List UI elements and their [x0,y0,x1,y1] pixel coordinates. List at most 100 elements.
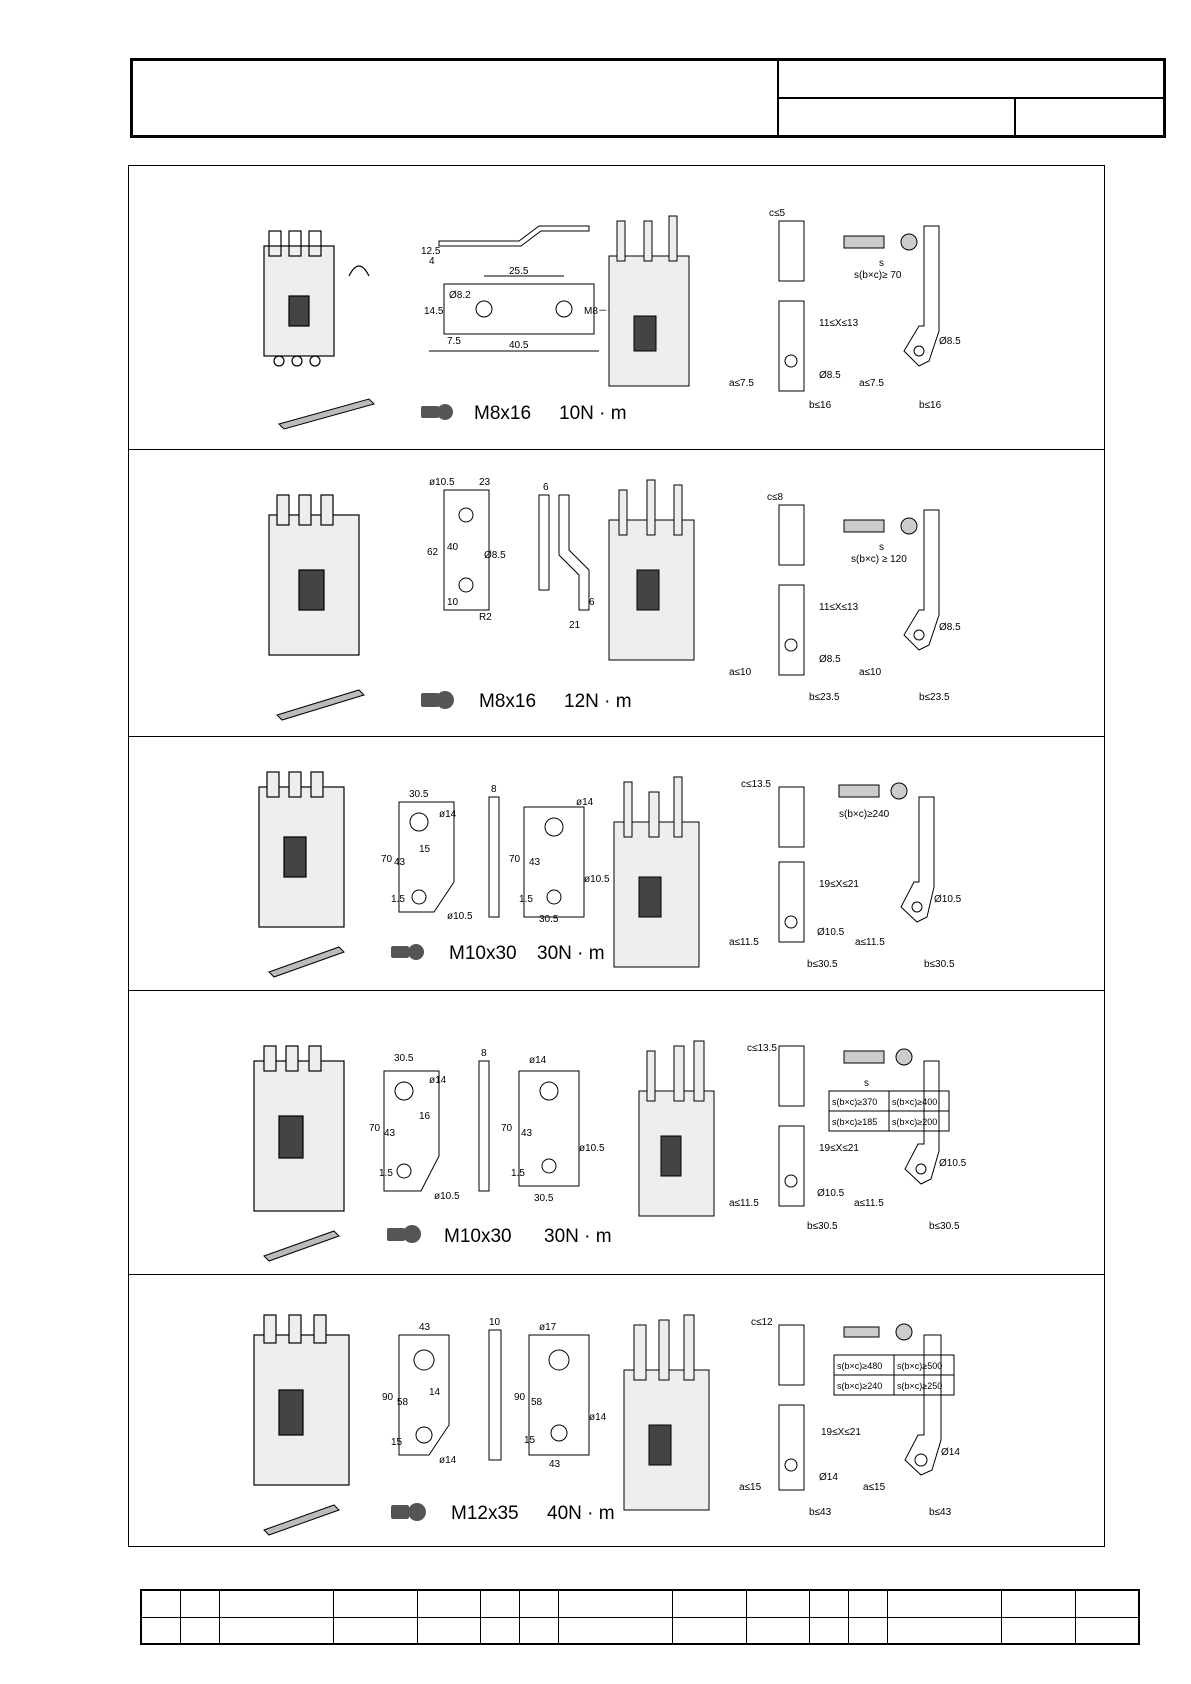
installed-breaker-icon [608,215,690,387]
dim-7: ø10.5 [434,1191,460,1202]
footer-row [140,1616,1140,1645]
lug-b: b≤23.5 [919,692,950,703]
footer-cell [333,1616,418,1645]
drawing-row-1: 12.5 4 25.5 14.5 Ø8.2 7.5 40.5 M8－6H M8x… [129,166,1104,450]
footer-cell [558,1589,674,1618]
bar-section-2b: s(b×c)≥250 [897,1381,942,1391]
screw-icon [421,404,453,420]
title-block [130,58,1166,138]
dim-5: 43 [384,1128,396,1139]
drawing-row-2: ø10.5 23 62 40 10 Ø8.5 R2 6 6 21 M8x16 1… [129,450,1104,737]
lug-a: a≤11.5 [855,937,885,948]
cable-lug-diagram [903,509,940,651]
hex-key-icon [276,689,365,721]
bar-x: 11≤X≤13 [819,602,859,613]
dim-1: 30.5 [409,789,429,800]
footer-cell [333,1589,418,1618]
dim-3: 62 [427,547,439,558]
dim-11: ø14 [589,1412,607,1423]
footer-cell [180,1616,221,1645]
screw-spec: M8x16 [479,691,536,712]
dim-6: 1.5 [391,894,405,905]
footer-cell [140,1616,182,1645]
dim-2: 23 [479,477,491,488]
footer-cell [745,1589,810,1618]
bar-hole: Ø8.5 [819,370,841,381]
dim-10: 70 [509,854,521,865]
dim-7: 10 [489,1317,501,1328]
bar-section: s(b×c)≥ 70 [854,270,902,281]
footer-cell [808,1589,850,1618]
bar-s: s [879,258,884,269]
footer-cell [480,1616,521,1645]
dim-11: 43 [529,857,541,868]
lug-hole: Ø10.5 [939,1158,967,1169]
dim-3: 15 [419,844,431,855]
footer-table [140,1589,1140,1645]
bar-section-1a: s(b×c)≥370 [832,1097,877,1107]
bar-c: c≤12 [751,1317,773,1328]
screw-icon [421,691,454,709]
bar-b: b≤23.5 [809,692,840,703]
bar-s: s [879,542,884,553]
bar-c: c≤5 [769,208,785,219]
drawing-frame: 12.5 4 25.5 14.5 Ø8.2 7.5 40.5 M8－6H M8x… [128,165,1105,1547]
row-1-drawing: 12.5 4 25.5 14.5 Ø8.2 7.5 40.5 M8－6H M8x… [263,208,961,430]
dim-2: ø14 [439,809,457,820]
bar-b: b≤16 [809,400,832,411]
dim-1: ø10.5 [429,477,455,488]
footer-cell [848,1589,889,1618]
dim-3: 90 [382,1392,394,1403]
dim-6: 7.5 [447,336,461,347]
row-5-drawing: 43 14 90 58 15 ø14 10 ø17 90 58 ø14 15 4… [253,1314,960,1536]
bar-x: 19≤X≤21 [819,1143,859,1154]
bar-section-1b: s(b×c)≥500 [897,1361,942,1371]
dim-13: 1.5 [511,1168,525,1179]
bar-section: s(b×c) ≥ 120 [851,554,907,565]
lug-a: a≤7.5 [859,378,884,389]
dim-14: 30.5 [534,1193,554,1204]
dim-9: 6 [589,597,595,608]
dim-11: 43 [521,1128,533,1139]
footer-cell [745,1616,810,1645]
bar-a: a≤15 [739,1482,762,1493]
dim-9: ø14 [529,1055,547,1066]
dim-4: 70 [381,854,393,865]
bar-section: s(b×c)≥240 [839,809,890,820]
busbar-diagram [778,782,908,943]
cable-lug-diagram [900,796,935,923]
bar-c: c≤8 [767,492,783,503]
lug-hole: Ø14 [941,1447,960,1458]
installed-breaker-icon [623,1314,710,1511]
row-4-drawing: 30.5 ø14 16 70 43 1.5 ø10.5 8 ø14 70 43 … [253,1040,967,1262]
hex-key-icon [278,398,375,430]
busbar-diagram [778,220,918,392]
dim-6: Ø8.5 [484,550,506,561]
footer-cell [672,1589,747,1618]
breaker-icon [253,1314,350,1486]
connection-plate-drawing [443,489,590,611]
title-right-bottom-a [779,99,1016,135]
footer-cell [1074,1616,1140,1645]
dim-6: ø14 [439,1455,457,1466]
dim-5: 10 [447,597,459,608]
footer-row [140,1589,1140,1618]
bar-a: a≤10 [729,667,752,678]
dim-8: 6 [543,482,549,493]
footer-cell [519,1589,560,1618]
footer-cell [1074,1589,1140,1618]
lug-b: b≤30.5 [924,959,955,970]
screw-icon [391,944,424,960]
bar-x: 19≤X≤21 [819,879,859,890]
dim-4: 70 [369,1123,381,1134]
screw-spec: M10x30 [449,943,517,964]
dim-12: ø10.5 [579,1143,605,1154]
busbar-diagram [778,504,918,676]
dim-8: 8 [491,784,497,795]
dim-1: 12.5 [421,246,441,257]
bar-hole: Ø10.5 [817,927,845,938]
lug-hole: Ø8.5 [939,336,961,347]
lug-a: a≤10 [859,667,882,678]
bar-section-2b: s(b×c)≥200 [892,1117,937,1127]
torque-spec: 30N · m [544,1226,612,1247]
